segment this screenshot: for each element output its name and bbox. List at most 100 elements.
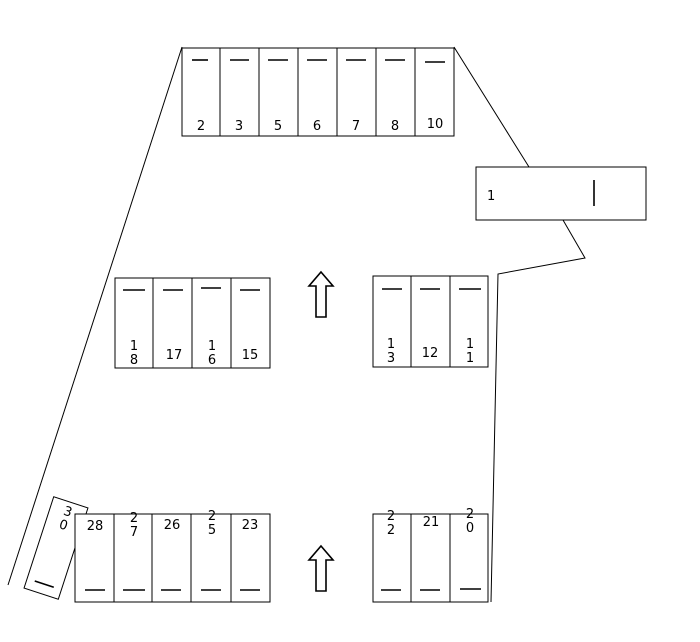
stall-line-mark — [34, 580, 55, 588]
stall-number-part: 1 — [487, 189, 495, 204]
stall-outline — [113, 513, 153, 603]
stall-10: 10 — [414, 47, 455, 137]
middle-up-arrow-icon — [307, 270, 335, 318]
stall-23: 23 — [230, 513, 271, 603]
stall-number-part: 21 — [423, 515, 440, 530]
stall-number-part: 1 — [387, 337, 395, 352]
stall-number: 1 — [487, 189, 495, 204]
stall-number-part: 3 — [387, 351, 395, 366]
stall-number: 6 — [313, 119, 321, 134]
stall-number: 21 — [423, 515, 440, 530]
stall-21: 21 — [410, 513, 451, 603]
stall-outline — [372, 275, 412, 368]
stall-number-part: 17 — [166, 348, 183, 363]
stall-number-part: 3 — [235, 119, 243, 134]
stall-number: 23 — [242, 518, 259, 533]
stall-outline — [375, 47, 416, 137]
stall-outline — [23, 496, 89, 600]
stall-number-part: 2 — [208, 509, 216, 524]
stall-number-part: 26 — [164, 518, 181, 533]
stall-number-part: 6 — [208, 353, 216, 368]
left-boundary-line — [7, 46, 183, 586]
stall-number: 8 — [391, 119, 399, 134]
stall-number-part: 8 — [130, 353, 138, 368]
stall-number: 2 — [197, 119, 205, 134]
bottom-up-arrow-icon — [307, 544, 335, 592]
lot-boundary — [7, 46, 586, 603]
stall-number: 15 — [242, 348, 259, 363]
stall-number: 26 — [164, 518, 181, 533]
stall-number-part: 15 — [242, 348, 259, 363]
stall-number: 28 — [87, 519, 104, 534]
stall-number-part: 2 — [387, 523, 395, 538]
stall-number-part: 23 — [242, 518, 259, 533]
stall-outline — [475, 166, 647, 221]
stall-number-part: 0 — [466, 521, 474, 536]
stall-outline — [410, 513, 451, 603]
stall-number: 10 — [427, 117, 444, 132]
stall-number-part: 7 — [352, 119, 360, 134]
stall-30: 30 — [23, 496, 89, 600]
stall-number-part: 1 — [130, 339, 138, 354]
stall-8: 8 — [375, 47, 416, 137]
stall-number: 12 — [422, 346, 439, 361]
stall-number-part: 5 — [208, 523, 216, 538]
stall-outline — [449, 513, 489, 603]
stall-number-part: 10 — [427, 117, 444, 132]
stall-number-part: 5 — [274, 119, 282, 134]
stall-number-part: 2 — [197, 119, 205, 134]
stall-number-part: 12 — [422, 346, 439, 361]
stall-7: 7 — [336, 47, 377, 137]
stall-number-part: 28 — [87, 519, 104, 534]
stall-outline — [230, 513, 271, 603]
stall-26: 26 — [151, 513, 192, 603]
stall-number-part: 1 — [466, 337, 474, 352]
stall-number-part: 2 — [466, 507, 474, 522]
stall-outline — [230, 277, 271, 369]
stall-6: 6 — [297, 47, 338, 137]
stall-number: 17 — [166, 348, 183, 363]
stall-outline — [258, 47, 299, 137]
stall-number-part: 6 — [313, 119, 321, 134]
right-boundary-line — [453, 46, 586, 603]
stall-outline — [191, 277, 232, 369]
stall-number-part: 7 — [130, 525, 138, 540]
stall-28: 28 — [74, 513, 115, 603]
stall-outline — [190, 513, 232, 603]
stall-outline — [151, 513, 192, 603]
stall-outline — [410, 275, 451, 368]
stall-1: 1 — [475, 166, 647, 221]
stall-number-part: 2 — [387, 509, 395, 524]
stall-outline — [219, 47, 260, 137]
stall-5: 5 — [258, 47, 299, 137]
stall-number-part: 1 — [466, 351, 474, 366]
stall-number: 3 — [235, 119, 243, 134]
stall-outline — [372, 513, 412, 603]
stall-12: 12 — [410, 275, 451, 368]
stall-number-part: 1 — [208, 339, 216, 354]
arrow-group — [307, 270, 335, 592]
stall-2: 2 — [181, 47, 221, 137]
stall-number: 7 — [352, 119, 360, 134]
stall-outline — [336, 47, 377, 137]
stall-number-part: 8 — [391, 119, 399, 134]
stall-outline — [152, 277, 193, 369]
stall-outline — [297, 47, 338, 137]
